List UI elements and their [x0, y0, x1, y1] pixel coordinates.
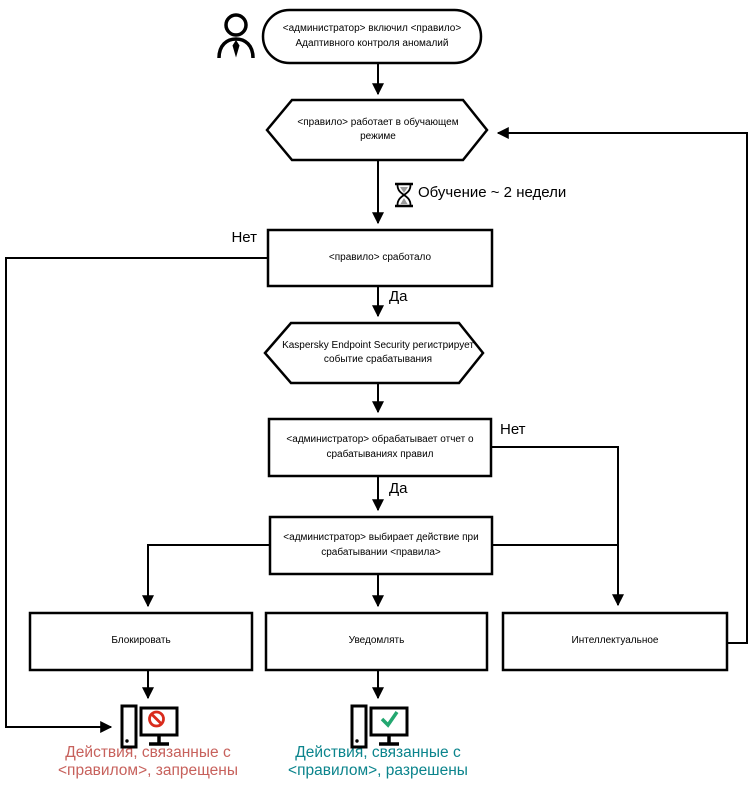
admin-action-box-shape [268, 515, 494, 576]
smart-box-text: Интеллектуальное [571, 635, 659, 647]
connector-lines [5, 64, 748, 733]
training-duration-label: Обучение ~ 2 недели [418, 184, 567, 201]
admin-action-box-text: <администратор> выбирает действие при ср… [283, 532, 479, 558]
hourglass-icon [395, 182, 413, 208]
learning-mode-hexagon-shape [265, 98, 489, 162]
label-yes-second: Да [389, 480, 408, 497]
block-box-shape [28, 611, 254, 672]
label-yes-first: Да [389, 288, 408, 305]
notify-box-text: Уведомлять [348, 635, 405, 647]
label-no-right: Нет [500, 421, 526, 438]
rule-triggered-box-text: <правило> сработало [328, 251, 432, 263]
denied-caption: Действия, связанные с <правилом>, запрещ… [58, 744, 238, 780]
start-node-text: <администратор> включил <правило> Адапти… [282, 23, 462, 49]
kes-register-hexagon-text: Kaspersky Endpoint Security регистрирует… [282, 339, 474, 366]
administrator-icon [217, 13, 255, 59]
prohibition-icon [148, 710, 165, 728]
learning-mode-hexagon-text: <правило> работает в обучающем режиме [297, 116, 459, 143]
block-box-text: Блокировать [111, 635, 171, 647]
label-no-left: Нет [231, 229, 257, 246]
check-icon [380, 711, 399, 728]
admin-report-box-text: <администратор> обрабатывает отчет о сра… [286, 434, 474, 460]
rule-triggered-box-shape [266, 228, 494, 288]
notify-box-shape [264, 611, 489, 672]
kes-register-hexagon-shape [263, 321, 485, 385]
smart-box-shape [501, 611, 729, 672]
start-node-shape [261, 8, 483, 65]
denied-computer-icon [120, 704, 179, 749]
allowed-caption: Действия, связанные с <правилом>, разреш… [288, 744, 468, 780]
allowed-computer-icon [350, 704, 409, 749]
admin-report-box-shape [267, 417, 493, 478]
